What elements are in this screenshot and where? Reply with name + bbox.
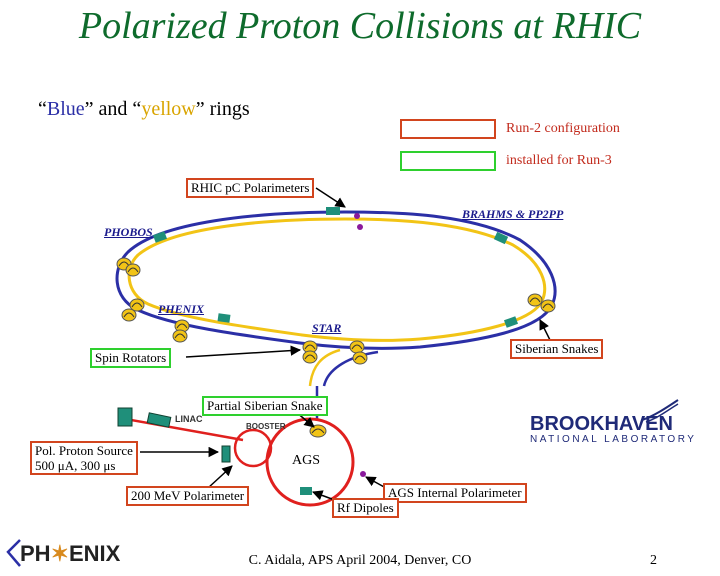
snake-phenix-4 <box>172 329 188 343</box>
arrow-200mev <box>207 465 233 489</box>
label-phenix: PHENIX <box>158 302 205 316</box>
label-linac: LINAC <box>175 414 203 424</box>
phenix-logo: PH✶ENIX <box>20 541 120 567</box>
snake-star-2 <box>302 350 318 364</box>
label-rf-dipoles: Rf Dipoles <box>332 498 399 518</box>
transfer-line-blue <box>322 350 379 387</box>
subtitle-yellow-word: yellow <box>141 98 196 120</box>
label-brahms: BRAHMS & PP2PP <box>462 207 564 221</box>
snake-phenix-1 <box>129 298 145 312</box>
blue-ring <box>115 210 557 350</box>
label-phobos: PHOBOS <box>104 225 153 239</box>
label-star: STAR <box>312 321 342 335</box>
bnl-logo-top: BROOKHAVEN <box>530 413 673 435</box>
label-ags: AGS <box>292 453 321 468</box>
snake-right-2 <box>540 299 556 313</box>
subtitle-blue-word: Blue <box>46 98 85 120</box>
label-siberian-snakes: Siberian Snakes <box>510 339 604 359</box>
transfer-line-yellow <box>308 348 341 387</box>
arrow-spin-rotators <box>185 345 302 358</box>
page-number: 2 <box>650 553 657 568</box>
slide-title: Polarized Proton Collisions at RHIC <box>78 5 642 47</box>
booster-ring <box>233 428 273 468</box>
magnet-star <box>503 316 519 328</box>
phenix-logo-left: PH <box>20 541 51 566</box>
phenix-logo-star: ✶ <box>50 541 69 566</box>
snake-star-3 <box>349 340 365 354</box>
bnl-logo-bottom: NATIONAL LABORATORY <box>530 434 697 445</box>
linac-line <box>119 416 244 442</box>
phenix-wing-icon <box>6 539 21 567</box>
snake-star-4 <box>352 351 368 365</box>
arrow-ags-polarimeter <box>365 476 387 489</box>
label-spin-rotators: Spin Rotators <box>90 348 172 368</box>
pol-source-line2: 500 μA, 300 μs <box>35 458 116 473</box>
snake-phenix-2 <box>121 308 137 322</box>
snake-phobos-2 <box>125 263 141 277</box>
subtitle-tail: ” rings <box>195 98 250 120</box>
magnet-top-right <box>493 231 509 245</box>
ags-polarimeter-dot <box>360 471 366 477</box>
source-magnet <box>221 445 231 463</box>
label-200mev-polarimeter: 200 MeV Polarimeter <box>126 486 250 506</box>
magnet-pc-polarimeter <box>326 207 340 215</box>
subtitle-mid: ” and “ <box>84 98 142 120</box>
subtitle-quote-open: “ <box>38 98 47 120</box>
magnet-phobos <box>152 231 168 243</box>
arrow-pc-polarimeters <box>315 187 346 208</box>
snake-ags-partial <box>309 424 327 438</box>
magnet-ags-exit <box>300 487 312 495</box>
yellow-ring <box>127 217 547 342</box>
label-booster: BOOSTER <box>246 422 286 431</box>
snake-right-1 <box>527 293 543 307</box>
bnl-logo: BROOKHAVEN NATIONAL LABORATORY <box>530 413 696 445</box>
linac-magnet-1 <box>117 407 133 427</box>
polarimeter-dot-2 <box>357 224 363 230</box>
label-rhic-pc-polarimeters: RHIC pC Polarimeters <box>186 178 315 198</box>
linac-magnet-2 <box>146 412 172 428</box>
legend-run3-swatch <box>400 151 496 171</box>
slide-footer: C. Aidala, APS April 2004, Denver, CO <box>248 553 472 568</box>
legend-run3-label: installed for Run-3 <box>506 153 612 168</box>
legend-run2-label: Run-2 configuration <box>506 121 620 136</box>
polarimeter-dot-1 <box>354 213 360 219</box>
magnet-lower-left <box>217 313 231 323</box>
label-ags-internal-polarimeter: AGS Internal Polarimeter <box>383 483 527 503</box>
legend-run2-swatch <box>400 119 496 139</box>
label-partial-siberian-snake: Partial Siberian Snake <box>202 396 328 416</box>
slide-subtitle: “Blue” and “yellow” rings <box>38 98 250 121</box>
pol-source-line1: Pol. Proton Source <box>35 443 133 458</box>
phenix-logo-right: ENIX <box>69 541 121 566</box>
bnl-swoosh-icon <box>641 399 679 423</box>
